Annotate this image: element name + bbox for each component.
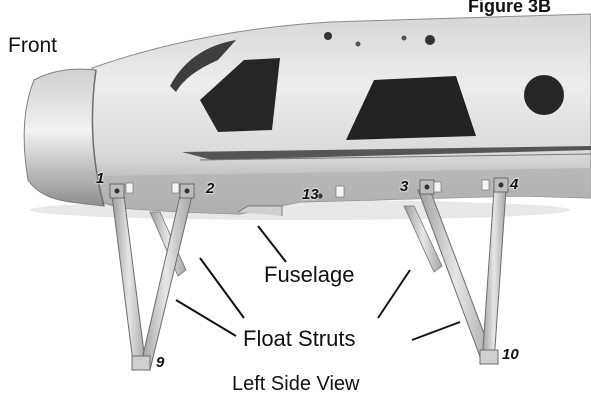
callout-4: 4 <box>510 176 519 193</box>
windshield <box>170 40 236 92</box>
figure-title: Figure 3B <box>468 0 552 16</box>
side-window-rear <box>346 76 476 140</box>
callout-10: 10 <box>502 346 519 363</box>
callout-2: 2 <box>206 180 215 197</box>
callout-13: 13 <box>302 186 319 203</box>
strut-10-foot <box>479 349 499 365</box>
fuselage-lower-band <box>98 168 591 214</box>
top-hole-2 <box>425 35 435 45</box>
callout-3: 3 <box>400 178 409 195</box>
mount-tags <box>125 179 490 198</box>
round-window <box>524 75 564 115</box>
strut-back-right-1 <box>403 205 443 273</box>
leader-lines <box>175 225 461 341</box>
view-label: Left Side View <box>232 373 360 395</box>
belly-notch <box>237 205 283 216</box>
fuselage-label: Fuselage <box>264 262 355 287</box>
top-hole-4 <box>401 35 407 41</box>
top-hole-1 <box>324 32 332 40</box>
cowl-seam <box>91 69 105 207</box>
strut-1-vertical <box>111 195 147 371</box>
front-label: Front <box>8 34 58 57</box>
float-struts-label: Float Struts <box>243 326 356 351</box>
fuselage-stripe-thin <box>199 153 591 161</box>
top-hole-3 <box>355 41 361 47</box>
fuselage-stripe <box>182 146 591 160</box>
side-window-front <box>200 58 280 132</box>
strut-2-diagonal <box>139 195 193 371</box>
strut-9-foot <box>131 355 151 371</box>
callout-1: 1 <box>96 170 105 187</box>
engine-cowl <box>23 68 105 207</box>
callout-9: 9 <box>156 354 165 371</box>
strut-mount-screws <box>114 182 504 199</box>
